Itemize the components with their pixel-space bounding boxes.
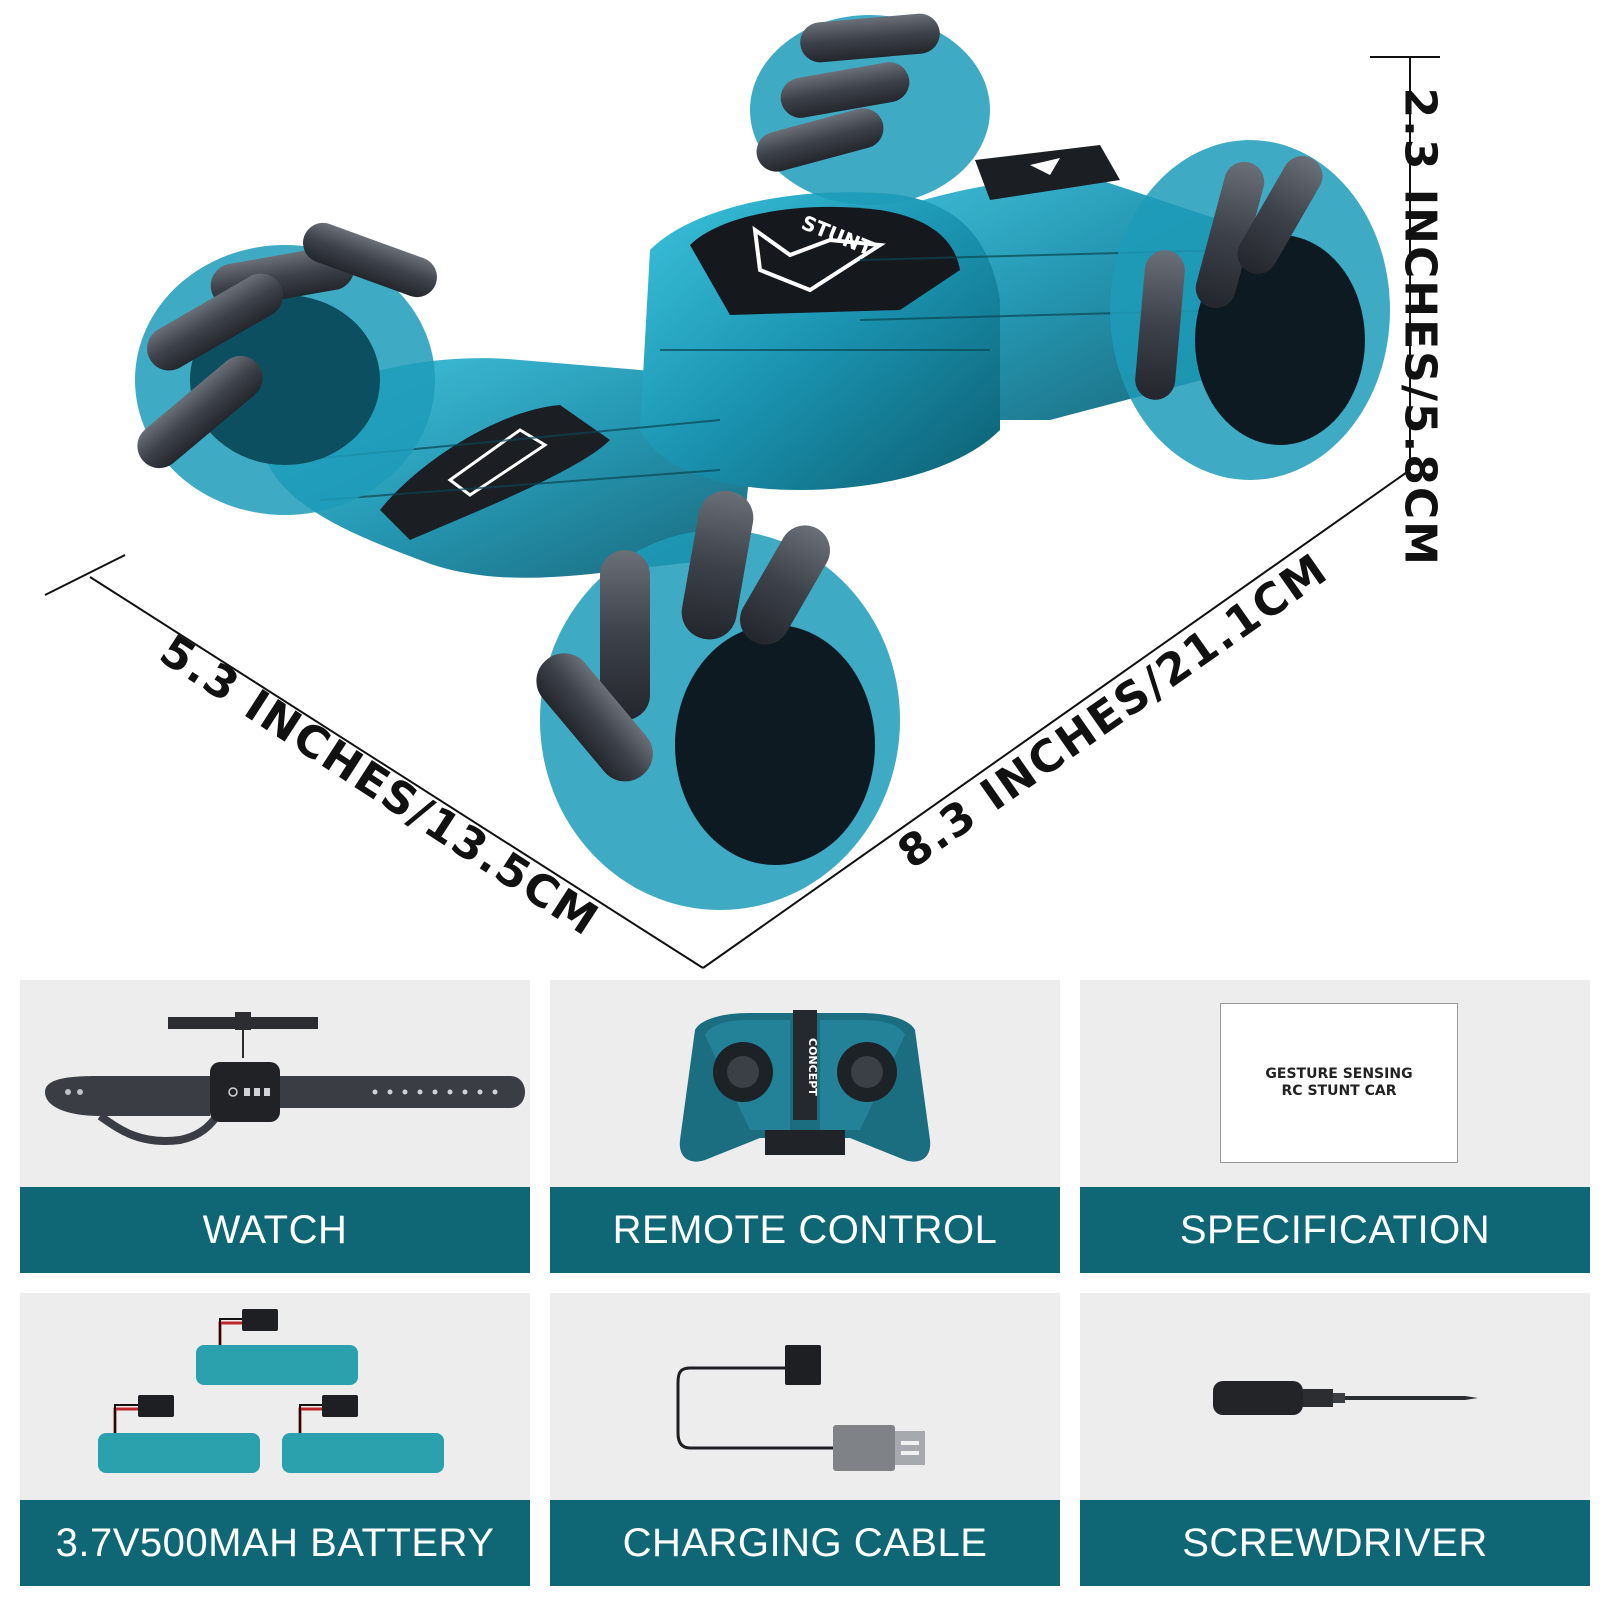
dimension-lines xyxy=(44,56,1440,969)
battery-left xyxy=(98,1395,260,1473)
accessory-card-remote: CONCEPT REMOTE CONTROL xyxy=(550,980,1060,1273)
accessory-label-battery: 3.7V500MAH BATTERY xyxy=(20,1500,530,1586)
rc-stunt-car-image: STUNT xyxy=(44,13,1440,969)
remote-control-icon: CONCEPT xyxy=(679,1010,931,1162)
wheel-front-left xyxy=(135,222,437,515)
spec-sheet-line-1: GESTURE SENSING xyxy=(1265,1066,1413,1082)
product-hero: STUNT xyxy=(44,13,1446,969)
accessory-card-charging-cable: CHARGING CABLE xyxy=(550,1293,1060,1586)
smart-watch-icon xyxy=(45,1012,525,1145)
battery-top xyxy=(196,1309,358,1385)
accessory-label-remote: REMOTE CONTROL xyxy=(550,1187,1060,1273)
usb-cable-icon xyxy=(676,1345,925,1471)
screwdriver-icon xyxy=(1213,1381,1478,1415)
accessory-label-specification: SPECIFICATION xyxy=(1080,1187,1590,1273)
wheel-rear-right xyxy=(1110,140,1390,480)
accessory-card-specification: GESTURE SENSING RC STUNT CAR SPECIFICATI… xyxy=(1080,980,1590,1273)
battery-right xyxy=(282,1395,444,1473)
battery-pack-icon xyxy=(98,1309,444,1473)
accessory-label-charging-cable: CHARGING CABLE xyxy=(550,1500,1060,1586)
height-dimension-label: 2.3 INCHES/5.8CM xyxy=(1394,87,1446,567)
spec-sheet-line-2: RC STUNT CAR xyxy=(1281,1083,1397,1099)
wheel-front-right xyxy=(536,490,900,910)
accessory-label-screwdriver: SCREWDRIVER xyxy=(1080,1500,1590,1586)
accessory-card-watch: WATCH xyxy=(20,980,530,1273)
remote-badge-text: CONCEPT xyxy=(806,1038,819,1096)
wheel-rear-left xyxy=(750,13,990,205)
accessory-label-watch: WATCH xyxy=(20,1187,530,1273)
accessory-card-battery: 3.7V500MAH BATTERY xyxy=(20,1293,530,1586)
accessory-card-screwdriver: SCREWDRIVER xyxy=(1080,1293,1590,1586)
manual-sheet-icon: GESTURE SENSING RC STUNT CAR xyxy=(1220,1003,1458,1163)
